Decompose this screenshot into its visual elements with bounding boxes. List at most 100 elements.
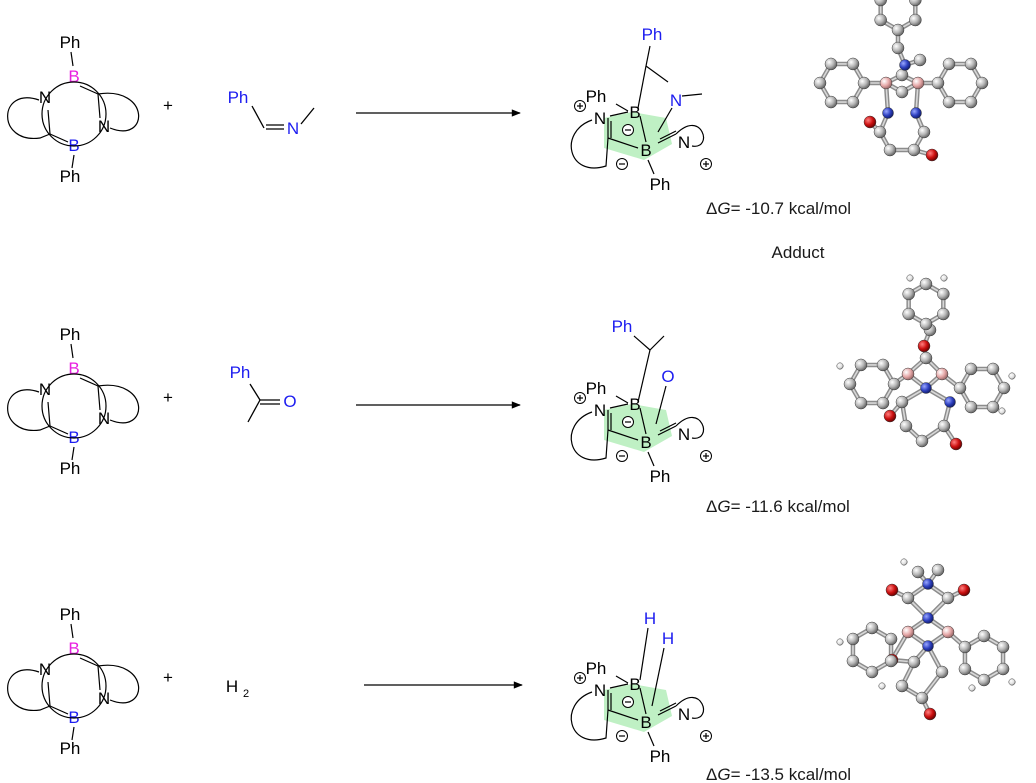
nitrogen-ball <box>910 107 922 119</box>
boron-lower-label: B <box>640 713 651 732</box>
bond-ring <box>609 683 629 689</box>
bond-ring <box>607 429 639 441</box>
bond-ring <box>607 137 639 149</box>
aromatic-ring <box>41 653 107 719</box>
bond-ph-b <box>70 623 74 639</box>
carbon-ball <box>907 143 921 157</box>
carbon-ball <box>915 434 929 448</box>
bond-c-me <box>247 399 261 423</box>
carbon-ball <box>937 419 951 433</box>
delta-g-value: = -13.5 kcal/mol <box>731 765 851 783</box>
hydrogen-ball <box>900 558 908 566</box>
boron-ball <box>901 367 915 381</box>
carbon-ball <box>895 679 909 693</box>
carbon-ball <box>919 317 933 331</box>
carbon-ball <box>931 563 945 577</box>
carbon-ball <box>913 53 927 67</box>
bond-ring <box>49 425 69 435</box>
bond-ph-b <box>70 51 74 67</box>
carbon-ball <box>883 143 897 157</box>
imine-phenyl-label: Ph <box>228 88 249 107</box>
bond-ring <box>97 93 101 119</box>
delta-g-label: ΔG= -10.7 kcal/mol <box>706 199 851 218</box>
phenyl-lower-label: Ph <box>650 175 671 194</box>
ball-and-stick-model <box>813 0 989 162</box>
bridge-left <box>7 669 51 711</box>
phenyl-bottom-label: Ph <box>60 739 81 758</box>
carbon-ball <box>813 76 827 90</box>
adduct-phenyl-label: Ph <box>642 25 663 44</box>
boron-ball <box>941 625 955 639</box>
carbon-ball <box>919 351 933 365</box>
nitrogen-right-label: N <box>678 133 690 152</box>
bond-ring <box>657 705 677 716</box>
bond-ring <box>49 133 69 143</box>
nitrogen-right-label: N <box>678 705 690 724</box>
bridge-right <box>97 384 140 424</box>
aromatic-ring <box>41 373 107 439</box>
carbon-ball <box>907 655 921 669</box>
bond-ring <box>609 111 629 117</box>
carbon-ball <box>902 307 915 321</box>
carbon-ball <box>919 277 933 291</box>
bond-ring <box>657 425 677 436</box>
carbon-ball <box>958 662 972 676</box>
bond-ring <box>47 681 51 707</box>
bridge-left <box>570 119 609 169</box>
carbon-ball <box>846 632 860 646</box>
nitrogen-ball <box>899 59 911 71</box>
bridge-left <box>7 389 51 431</box>
hydrogen-molecule-label: H <box>226 677 238 696</box>
carbon-ball <box>857 76 871 90</box>
plus-sign: + <box>163 96 173 115</box>
adduct-nitrogen-label: N <box>670 91 682 110</box>
nitrogen-right-label: N <box>678 425 690 444</box>
bridge-right <box>675 124 705 147</box>
phenyl-upper-label: Ph <box>586 87 607 106</box>
bridge-left <box>570 411 609 461</box>
adduct-oxygen-label: O <box>661 367 674 386</box>
carbon-ball <box>942 57 956 71</box>
bond-ph-b <box>70 343 74 359</box>
carbon-ball <box>964 400 978 414</box>
carbon-ball <box>854 358 868 372</box>
bridge-left <box>7 97 51 139</box>
hydrogen-ball <box>940 274 948 282</box>
bond-ph-b <box>615 395 629 404</box>
carbon-ball <box>909 13 922 27</box>
nitrogen-left-label: N <box>39 380 51 399</box>
nitrogen-left-label: N <box>39 88 51 107</box>
ball-and-stick-model <box>836 558 1016 721</box>
carbon-ball <box>843 377 857 391</box>
delta-g-value: = -10.7 kcal/mol <box>731 199 851 218</box>
carbon-ball <box>873 125 887 139</box>
bond-b-ph <box>647 731 655 747</box>
hydride-lower-label: H <box>662 629 674 648</box>
oxygen-ball <box>863 115 877 129</box>
bond-double <box>659 422 677 432</box>
carbon-ball <box>915 691 929 705</box>
oxygen-ball <box>883 409 897 423</box>
hydrogen-ball <box>1008 372 1016 380</box>
ball-and-stick-model <box>836 274 1016 451</box>
bond-c-n <box>645 65 669 83</box>
phenyl-bottom-label: Ph <box>60 167 81 186</box>
bond-ph-c <box>249 383 261 401</box>
bond-ring <box>79 657 99 667</box>
bond-ring <box>79 377 99 387</box>
carbon-ball <box>846 654 860 668</box>
bond-ph-c <box>645 45 651 67</box>
bridge-right <box>97 92 140 132</box>
bond-ring <box>657 133 677 144</box>
bond-c-me <box>649 335 665 351</box>
carbon-ball <box>917 125 931 139</box>
bond-b-ph <box>647 159 655 175</box>
boron-lower-label: B <box>640 141 651 160</box>
bond-ring <box>607 709 639 721</box>
phenyl-lower-label: Ph <box>650 747 671 766</box>
carbon-ball <box>996 662 1010 676</box>
delta-g-symbol: Δ <box>706 765 717 783</box>
phenyl-top-label: Ph <box>60 605 81 624</box>
bond-ring <box>49 705 69 715</box>
